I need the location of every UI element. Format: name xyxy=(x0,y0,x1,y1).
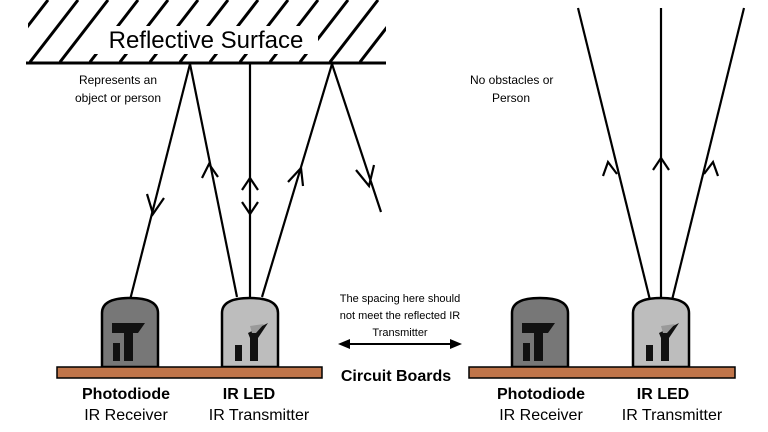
right-note: No obstacles or Person xyxy=(470,73,553,105)
spacing-annotation: The spacing here should not meet the ref… xyxy=(338,293,462,385)
spacing-line3: Transmitter xyxy=(372,327,428,339)
left-photodiode xyxy=(100,296,160,369)
right-note-line1: No obstacles or xyxy=(470,73,553,87)
left-led-label: IR LED xyxy=(223,386,275,403)
left-photodiode-label: Photodiode xyxy=(82,386,170,403)
left-receiver-label: IR Receiver xyxy=(84,407,168,424)
left-ir-led xyxy=(220,296,280,369)
right-led-label: IR LED xyxy=(637,386,689,403)
left-note-line1: Represents an xyxy=(79,73,157,87)
left-transmitter-label: IR Transmitter xyxy=(209,407,310,424)
right-receiver-label: IR Receiver xyxy=(499,407,583,424)
right-transmitter-label: IR Transmitter xyxy=(622,407,723,424)
right-note-line2: Person xyxy=(492,91,530,105)
surface-title: Reflective Surface xyxy=(109,27,304,54)
left-rays xyxy=(128,63,383,301)
right-ir-led xyxy=(631,296,691,369)
right-photodiode xyxy=(510,296,570,369)
right-rays xyxy=(576,7,746,301)
right-photodiode-label: Photodiode xyxy=(497,386,585,403)
circuit-boards-label: Circuit Boards xyxy=(341,368,451,385)
left-note-line2: object or person xyxy=(75,91,161,105)
left-circuit-board xyxy=(56,366,323,379)
double-arrow xyxy=(338,339,462,349)
spacing-line2: not meet the reflected IR xyxy=(340,310,461,322)
reflective-surface: Reflective Surface xyxy=(26,0,386,65)
left-note: Represents an object or person xyxy=(75,73,161,105)
spacing-line1: The spacing here should xyxy=(340,293,460,305)
right-circuit-board xyxy=(468,366,736,379)
